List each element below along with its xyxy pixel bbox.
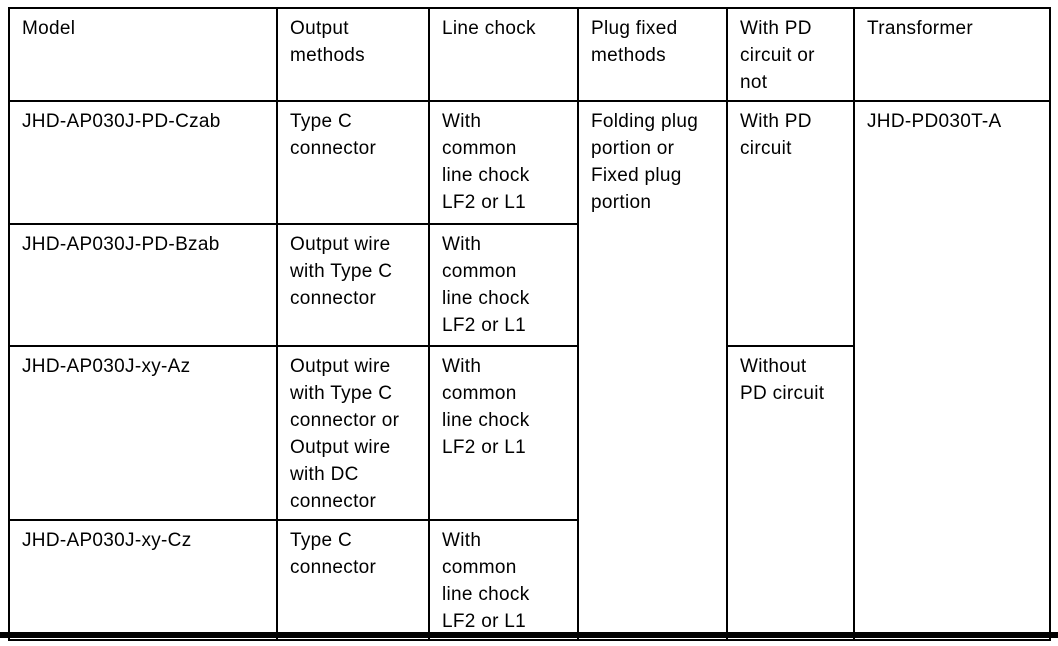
cell-model-xy-az: JHD-AP030J-xy-Az xyxy=(8,345,278,521)
header-transformer: Transformer xyxy=(853,7,1051,102)
table-row-bzab: JHD-AP030J-PD-Bzab Output wire with Type… xyxy=(8,223,1050,347)
cell-line-chock-xy-cz: With common line chock LF2 or L1 xyxy=(428,519,579,641)
cell-model-xy-cz: JHD-AP030J-xy-Cz xyxy=(8,519,278,641)
cell-line-chock-czab: With common line chock LF2 or L1 xyxy=(428,100,579,225)
cell-output-xy-az: Output wire with Type C connector or Out… xyxy=(276,345,430,521)
model-spec-table: Model Output methods Line chock Plug fix… xyxy=(8,7,1051,641)
cell-with-pd-circuit: With PD circuit xyxy=(726,100,855,347)
header-model: Model xyxy=(8,7,278,102)
header-line-chock: Line chock xyxy=(428,7,579,102)
cell-plug-fixed-merged: Folding plug portion or Fixed plug porti… xyxy=(577,100,728,641)
header-output-methods: Output methods xyxy=(276,7,430,102)
header-with-pd-circuit-or-not: With PD circuit or not xyxy=(726,7,855,102)
cell-without-pd-circuit: Without PD circuit xyxy=(726,345,855,641)
table-row-xy-az: JHD-AP030J-xy-Az Output wire with Type C… xyxy=(8,345,1050,641)
cell-output-czab: Type C connector xyxy=(276,100,430,225)
cell-model-bzab: JHD-AP030J-PD-Bzab xyxy=(8,223,278,347)
page-divider-rule xyxy=(0,632,1058,638)
cell-line-chock-xy-az: With common line chock LF2 or L1 xyxy=(428,345,579,521)
cell-line-chock-bzab: With common line chock LF2 or L1 xyxy=(428,223,579,347)
header-plug-fixed-methods: Plug fixed methods xyxy=(577,7,728,102)
cell-output-xy-cz: Type C connector xyxy=(276,519,430,641)
cell-output-bzab: Output wire with Type C connector xyxy=(276,223,430,347)
table-row-czab: JHD-AP030J-PD-Czab Type C connector With… xyxy=(8,100,1051,641)
table-row-xy-cz: JHD-AP030J-xy-Cz Type C connector With c… xyxy=(8,519,1050,641)
cell-model-czab: JHD-AP030J-PD-Czab xyxy=(8,100,278,225)
cell-transformer-merged: JHD-PD030T-A xyxy=(853,100,1051,641)
header-row: Model Output methods Line chock Plug fix… xyxy=(8,7,1051,102)
